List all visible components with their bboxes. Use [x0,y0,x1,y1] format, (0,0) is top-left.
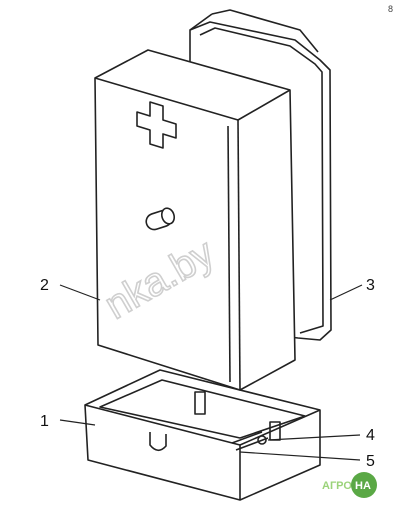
latch-knob [145,207,176,231]
logo-text-left: АГРО [322,480,352,492]
callout-3: 3 [366,277,375,294]
leader-lines [59,284,363,461]
corner-mark: 8 [388,4,393,14]
logo-text-right: НА [355,480,371,492]
part-1-tray [84,369,321,501]
red-cross-icon [136,101,177,149]
callout-1: 1 [40,413,49,430]
agro-logo: АГРО НА [322,472,377,498]
part-2-body [94,49,296,391]
logo-circle [351,472,377,498]
leader-line-2 [59,284,101,301]
callout-5: 5 [366,453,375,470]
leader-line-4 [267,434,361,441]
callout-2: 2 [40,277,49,294]
leader-line-3 [329,284,363,301]
leader-line-1 [59,419,96,426]
callout-4: 4 [366,427,375,444]
leader-line-5 [239,451,361,461]
